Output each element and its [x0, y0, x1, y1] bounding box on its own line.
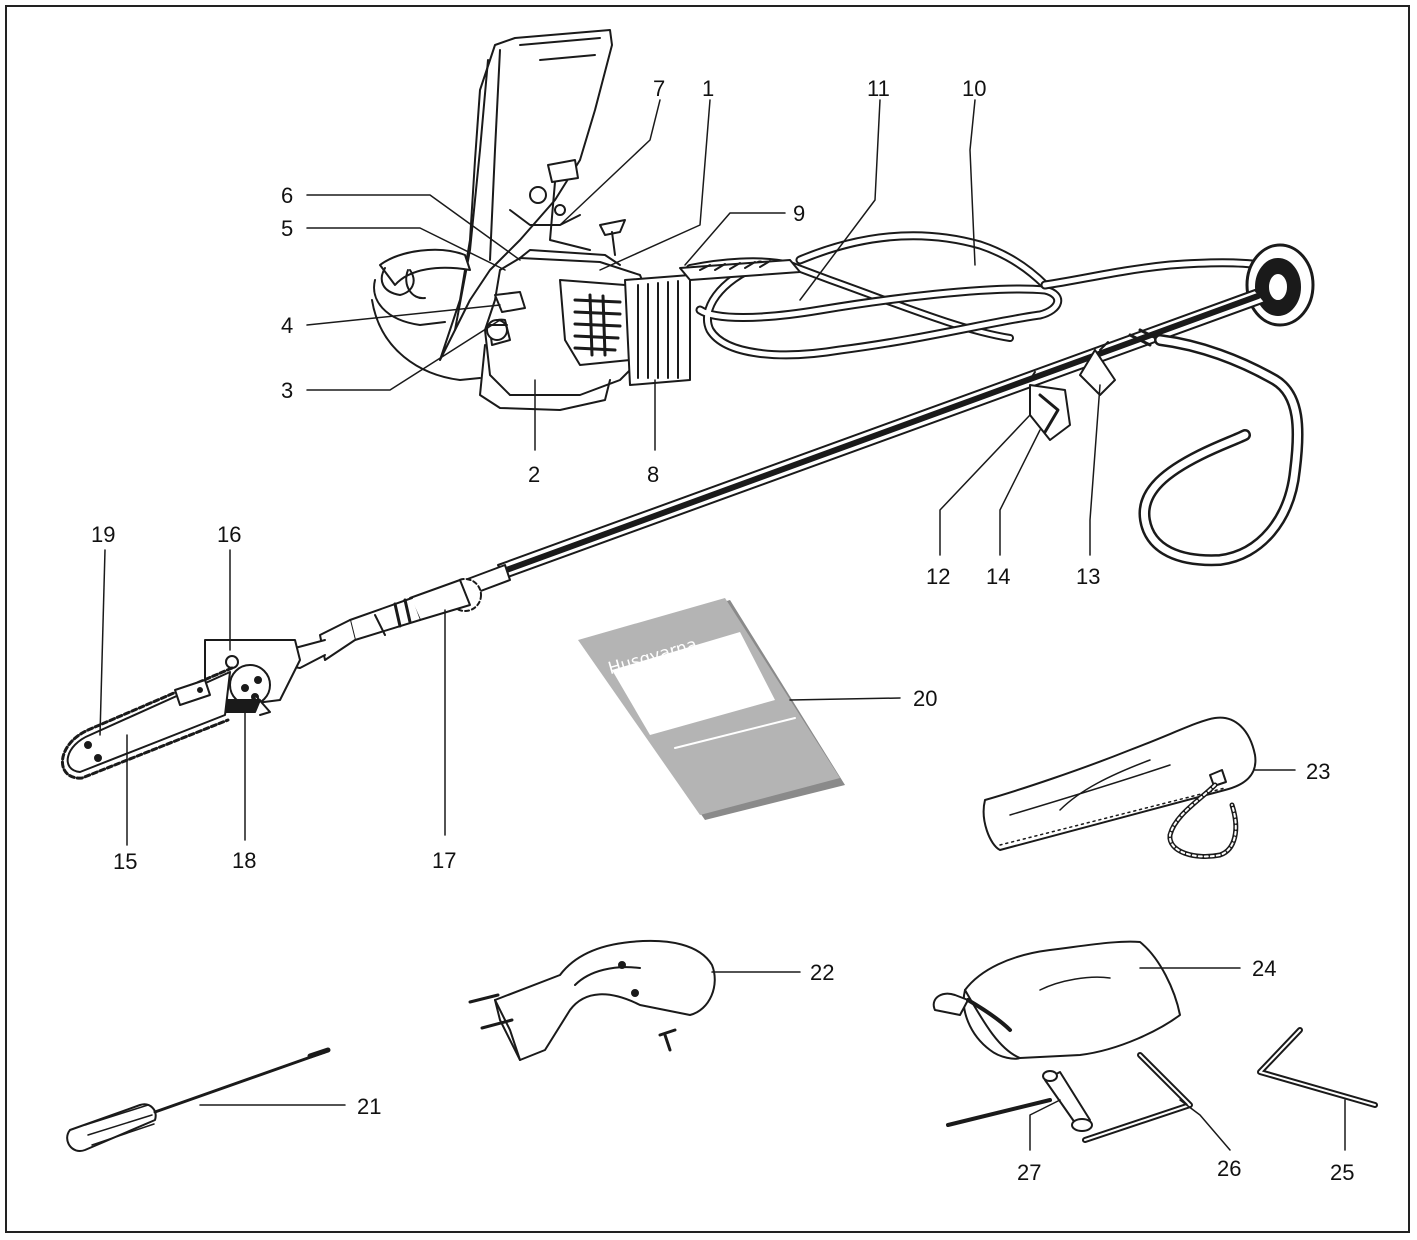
- hex-key-large: [1082, 1052, 1193, 1143]
- callout-22: 22: [810, 960, 835, 985]
- pole-shaft: [497, 289, 1266, 579]
- drive-hose: [679, 231, 1265, 360]
- callout-12: 12: [926, 564, 951, 589]
- saw-guard: [468, 939, 716, 1061]
- callout-6: 6: [281, 183, 294, 208]
- callout-17: 17: [432, 848, 457, 873]
- callout-3: 3: [281, 378, 294, 403]
- extension-coupling: [319, 564, 511, 661]
- callout-5: 5: [281, 216, 294, 241]
- callout-15: 15: [113, 849, 138, 874]
- saw-head: [61, 639, 326, 780]
- callout-21: 21: [357, 1094, 382, 1119]
- callout-23: 23: [1306, 759, 1331, 784]
- callout-2: 2: [528, 462, 541, 487]
- tool-bag: [932, 940, 1181, 1060]
- callout-4: 4: [281, 313, 294, 338]
- hex-key-small: [1257, 1027, 1378, 1108]
- harness-strap: [1138, 334, 1304, 567]
- callout-9: 9: [793, 201, 806, 226]
- callout-19: 19: [91, 522, 116, 547]
- callout-7: 7: [653, 76, 666, 101]
- bar-cover: [982, 716, 1257, 859]
- callout-18: 18: [232, 848, 257, 873]
- callout-14: 14: [986, 564, 1011, 589]
- callout-26: 26: [1217, 1156, 1242, 1181]
- callout-20: 20: [913, 686, 938, 711]
- callout-27: 27: [1017, 1160, 1042, 1185]
- combination-spanner: [946, 1070, 1093, 1132]
- backpack-harness: [371, 29, 613, 381]
- leader-lines: [99, 99, 1346, 1151]
- callout-24: 24: [1252, 956, 1277, 981]
- screwdriver: [66, 1047, 331, 1152]
- callout-25: 25: [1330, 1160, 1355, 1185]
- callout-16: 16: [217, 522, 242, 547]
- callout-11: 11: [867, 76, 890, 101]
- callout-13: 13: [1076, 564, 1101, 589]
- operators-manual: [578, 598, 845, 820]
- handle-end-cap: [1245, 243, 1315, 327]
- callout-10: 10: [962, 76, 987, 101]
- callout-1: 1: [702, 76, 715, 101]
- engine-unit: [479, 159, 691, 411]
- callout-8: 8: [647, 462, 660, 487]
